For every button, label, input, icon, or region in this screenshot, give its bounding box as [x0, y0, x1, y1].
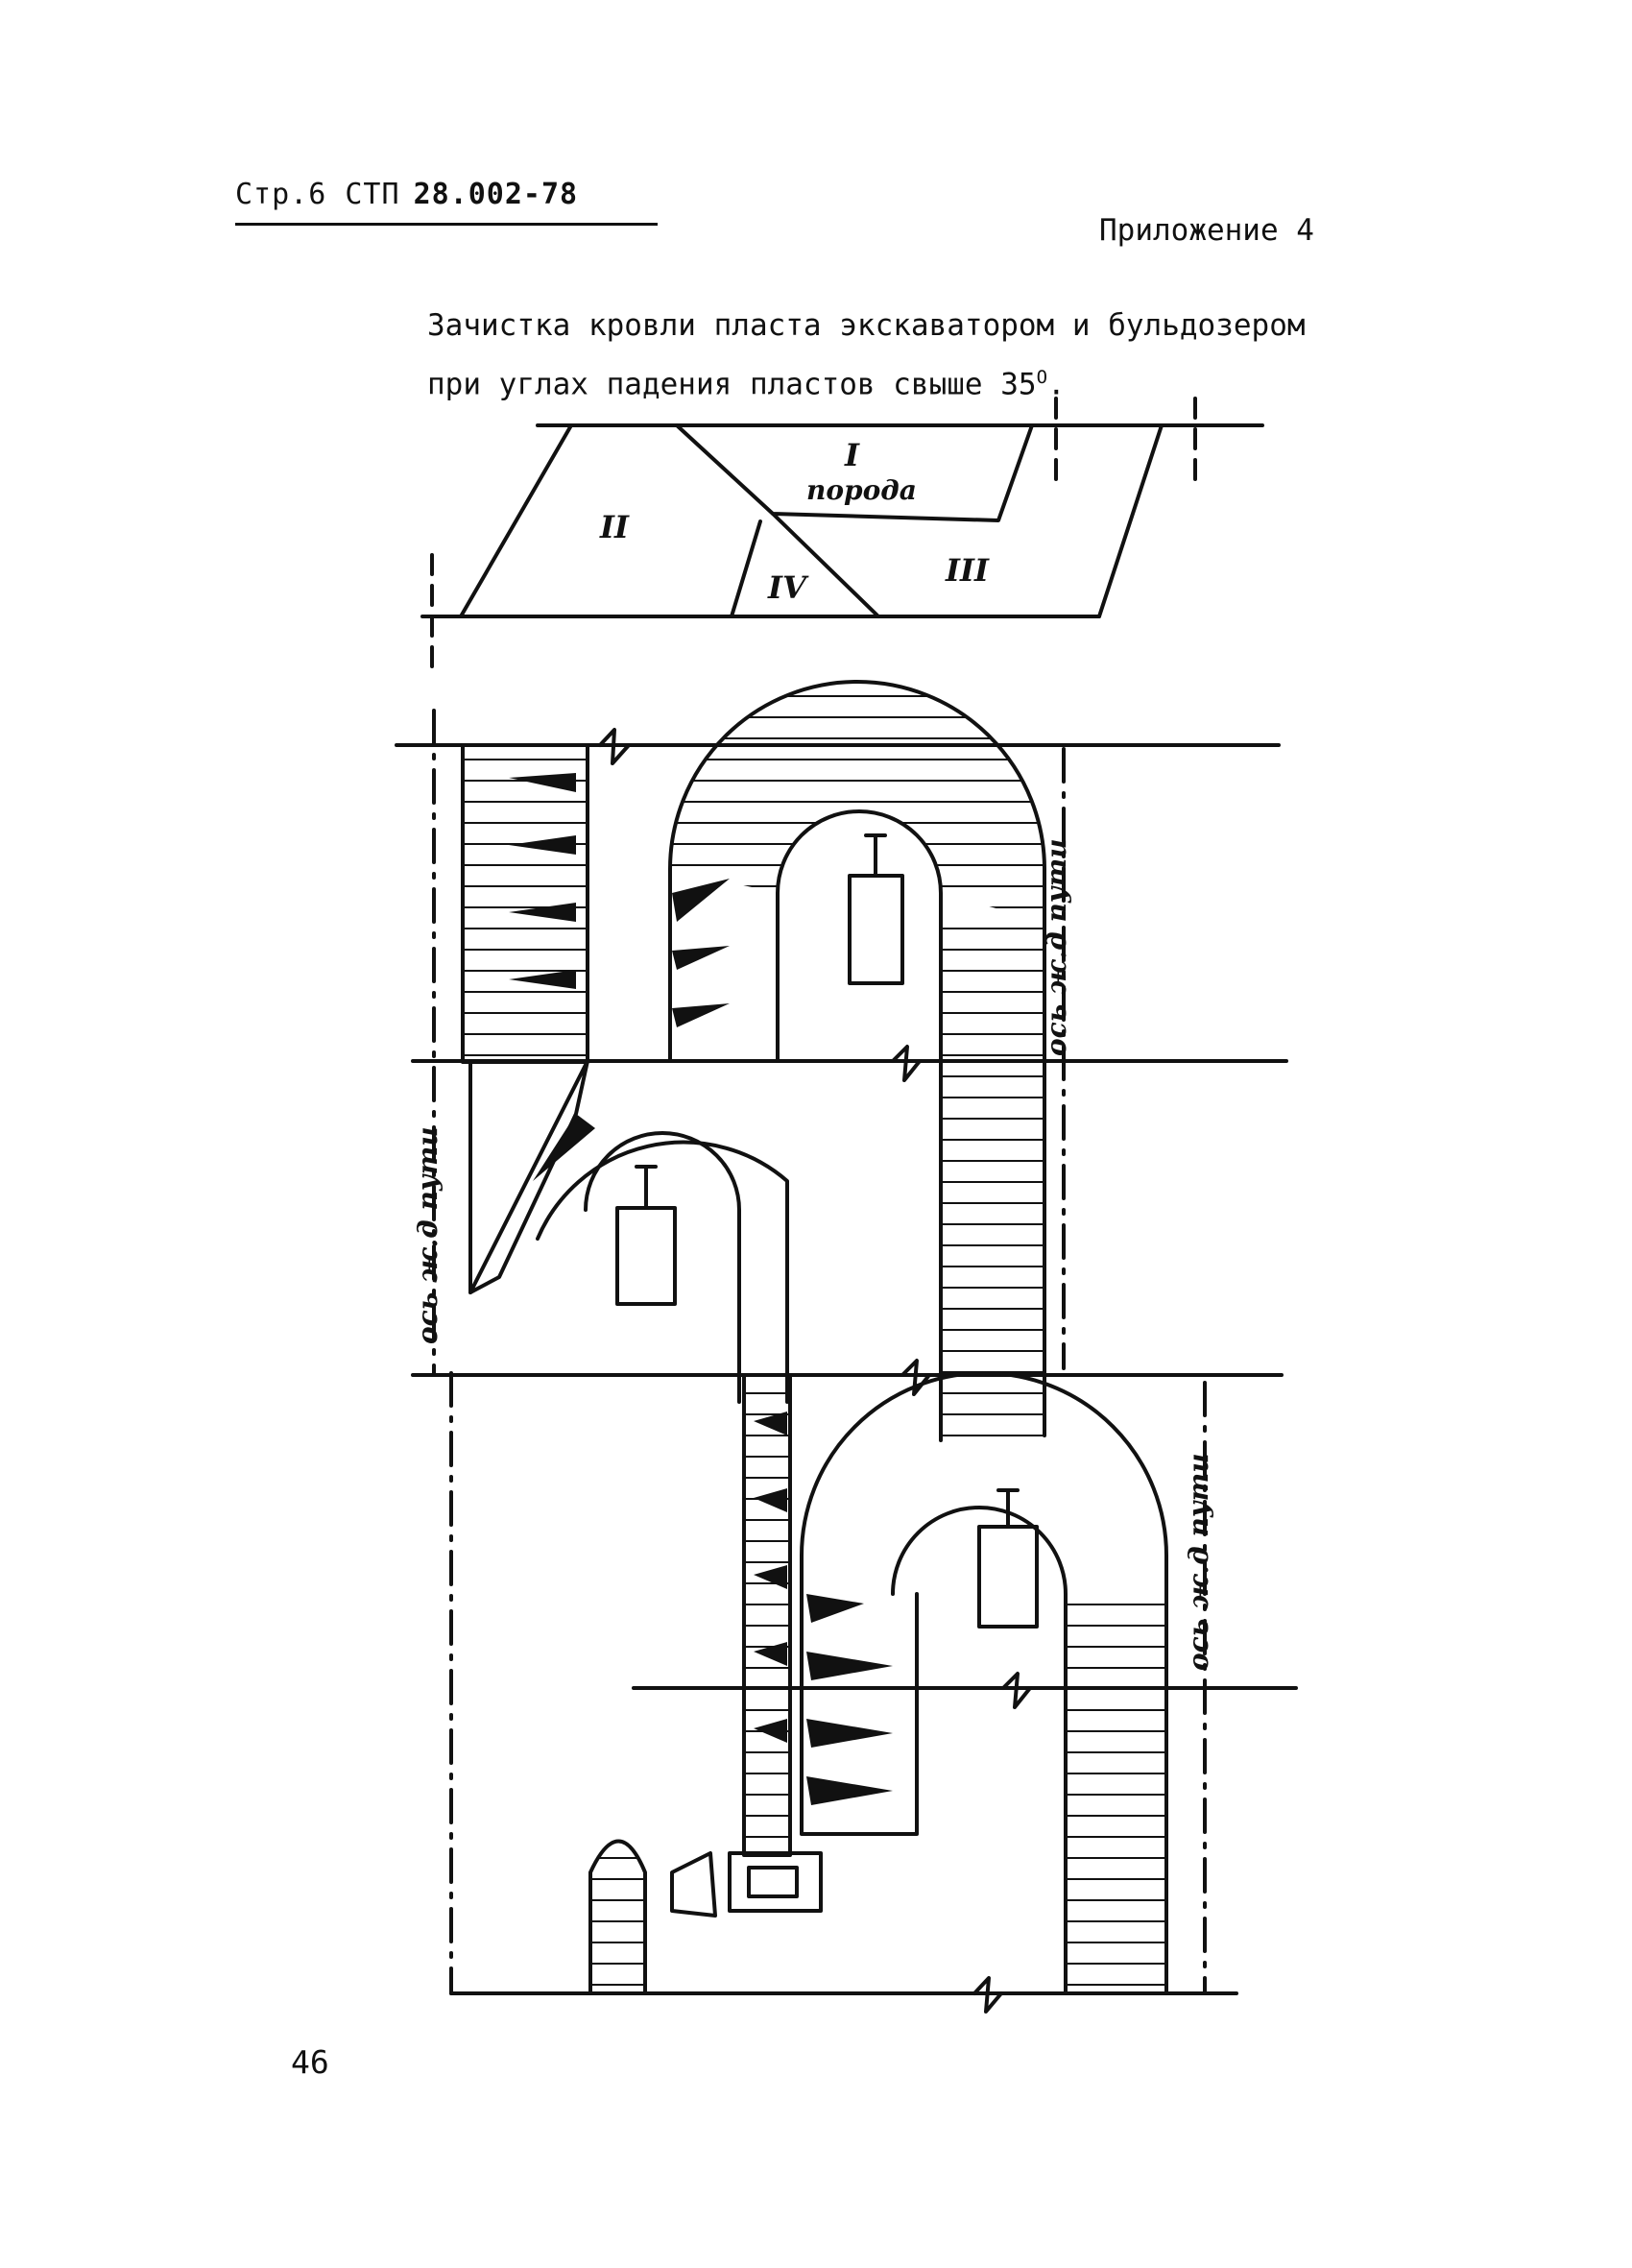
figure-caption: Зачистка кровли пласта экскаватором и бу…: [427, 300, 1339, 410]
lower-left-arch: [536, 1131, 789, 1404]
caption-line-2: при углах падения пластов свыше 35О.: [427, 351, 1339, 410]
seam-cross-section: [420, 397, 1264, 674]
page-header: Стр.6 СТП 28.002-78: [235, 178, 658, 226]
rail-axis-label-right: ось ж.д пути: [1041, 838, 1072, 1056]
zone-II-label: II: [599, 509, 630, 545]
document-code: 28.002-78: [413, 178, 579, 211]
appendix-label: Приложение 4: [1099, 213, 1314, 248]
upper-left-cut: [461, 743, 589, 1294]
rail-axis-label-left: ось ж.д пути: [412, 1126, 444, 1344]
header-rule: [235, 223, 658, 226]
railway-axes: [432, 709, 1207, 1995]
page-reference: Стр.6 СТП: [235, 178, 400, 211]
bulldozer-icon: [588, 1839, 823, 1995]
lower-arch: [800, 1371, 1168, 1995]
rail-axis-label-lower: ось ж.д пути: [1183, 1453, 1214, 1671]
page-number: 46: [291, 2043, 329, 2081]
degree-mark: О: [1036, 367, 1048, 388]
caption-line-2-end: .: [1047, 367, 1066, 402]
central-strip: [742, 1373, 792, 1857]
upper-arch: [668, 680, 1046, 1442]
caption-line-2-text: при углах падения пластов свыше 35: [427, 367, 1037, 402]
wedge-marks: [509, 773, 893, 1805]
zone-IV-label: IV: [767, 569, 809, 606]
caption-line-1: Зачистка кровли пласта экскаватором и бу…: [427, 308, 1306, 343]
zone-I-label: I: [844, 437, 860, 473]
zone-III-label: III: [945, 552, 990, 589]
zone-rock-label: порода: [806, 474, 917, 506]
